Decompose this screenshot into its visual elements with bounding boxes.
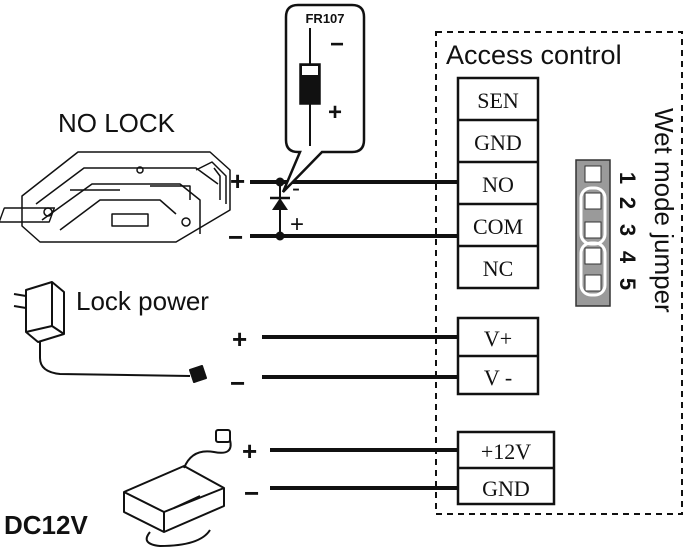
terminal-block-main: SEN GND NO COM NC [456, 76, 540, 290]
jumper-number-1: 1 [615, 172, 640, 184]
terminal-v-plus: V+ [484, 326, 512, 351]
electric-lock-illustration [0, 151, 231, 243]
diode-plus-mark: + [290, 211, 304, 238]
jumper-number-2: 2 [615, 197, 640, 209]
dc12v-minus: − [244, 478, 259, 508]
terminal-block-power: V+ V - [456, 316, 540, 396]
dc12v-plus: + [242, 436, 257, 466]
no-lock-label: NO LOCK [58, 108, 176, 138]
jumper-number-4: 4 [615, 251, 640, 264]
lock-plus: + [230, 166, 245, 196]
terminal-gnd: GND [474, 130, 522, 155]
dc12v-label: DC12V [4, 510, 88, 540]
access-control-enclosure [435, 31, 683, 515]
fr107-minus: − [330, 31, 344, 58]
fr107-label: FR107 [305, 11, 344, 26]
fr107-callout [281, 3, 366, 193]
diode-symbol [270, 177, 290, 241]
terminal-dc-gnd: GND [482, 476, 530, 501]
lock-minus: − [228, 222, 243, 252]
terminal-block-dc: +12V GND [456, 430, 556, 506]
wet-mode-jumper: 1 2 3 4 5 Wet mode jumper [575, 108, 679, 313]
lock-power-minus: − [230, 368, 245, 398]
jumper-title: Wet mode jumper [649, 108, 679, 313]
terminal-com: COM [473, 214, 523, 239]
fr107-plus: + [328, 99, 342, 126]
terminal-v-minus: V - [484, 365, 512, 390]
terminal-no: NO [482, 172, 514, 197]
terminal-12v: +12V [481, 439, 531, 464]
diode-minus-mark: - [292, 175, 300, 202]
terminal-nc: NC [483, 256, 514, 281]
lock-power-label: Lock power [76, 286, 209, 316]
wires [250, 180, 458, 490]
jumper-number-5: 5 [615, 278, 640, 290]
access-control-title: Access control [446, 40, 622, 70]
terminal-sen: SEN [477, 88, 519, 113]
lock-power-plus: + [232, 324, 247, 354]
lock-power-adapter-icon [13, 281, 207, 383]
dc12v-adapter-icon [123, 429, 232, 547]
jumper-number-3: 3 [615, 224, 640, 236]
